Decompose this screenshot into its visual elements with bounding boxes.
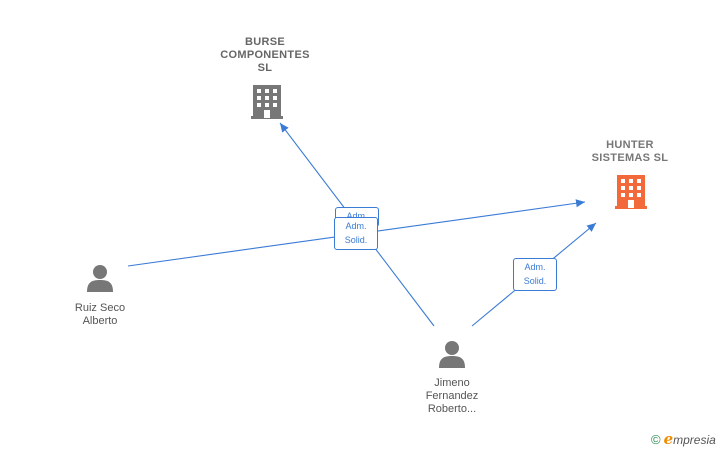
copyright-symbol: © <box>651 432 661 447</box>
person-name-jimeno[interactable]: Jimeno Fernandez Roberto... <box>425 377 479 415</box>
person-name-ruiz[interactable]: Ruiz Seco Alberto <box>74 302 126 327</box>
building-icon-highlight[interactable] <box>615 175 647 209</box>
company-name-hunter[interactable]: HUNTER SISTEMAS SL <box>591 139 669 164</box>
empresia-logo: ©empresia <box>651 430 716 448</box>
edge-label-ruiz-hunter: Adm. Solid. <box>334 217 378 250</box>
building-icon[interactable] <box>251 85 283 119</box>
edge-label-jimeno-hunter: Adm. Solid. <box>513 258 557 291</box>
person-icon[interactable] <box>439 341 465 368</box>
company-name-burse[interactable]: BURSE COMPONENTES SL <box>220 36 310 74</box>
person-icon[interactable] <box>87 265 113 292</box>
